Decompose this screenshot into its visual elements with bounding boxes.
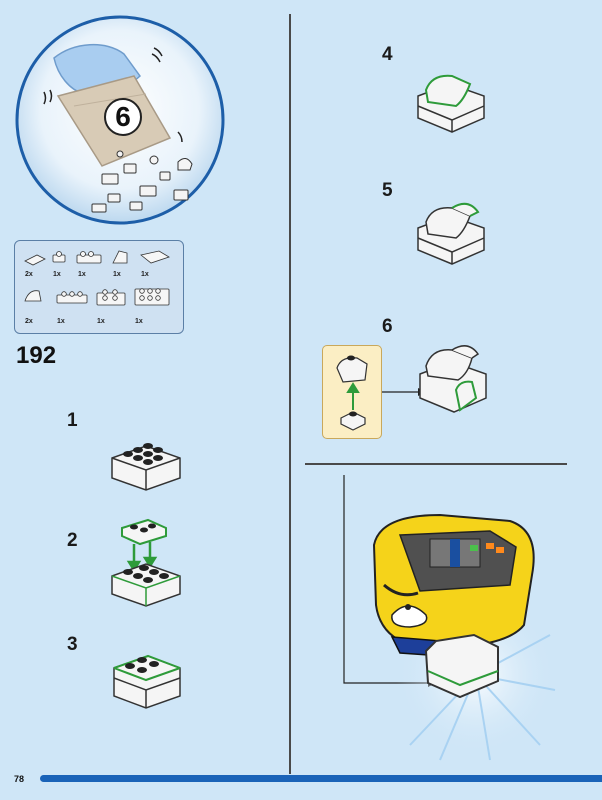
page-footer-bar [40, 775, 602, 782]
sub-assembly-parts [336, 355, 368, 431]
step-6-number: 6 [382, 316, 393, 337]
sub-assembly-callout [322, 345, 382, 439]
section-divider [305, 463, 567, 465]
step-4-number: 4 [382, 44, 393, 65]
part-qty: 1x [141, 271, 149, 278]
part-qty: 1x [97, 318, 105, 325]
part-qty: 1x [135, 318, 143, 325]
part-qty: 1x [57, 318, 65, 325]
parts-illustrations [24, 250, 170, 306]
step-5-bricks [417, 202, 485, 265]
parts-list: 2x 1x 1x 1x 1x 2x 1x 1x 1x [14, 240, 184, 334]
step-5-number: 5 [382, 180, 393, 201]
column-divider [289, 14, 291, 774]
part-qty: 1x [53, 271, 61, 278]
step-3-number: 3 [67, 634, 78, 655]
step-1-number: 1 [67, 410, 78, 431]
page-number: 78 [14, 774, 25, 784]
bag-number: 6 [104, 98, 142, 136]
model-preview [343, 475, 556, 761]
step-4-bricks [417, 74, 485, 133]
step-2-bricks [111, 518, 181, 607]
part-qty: 2x [25, 318, 33, 325]
step-2-number: 2 [67, 530, 78, 551]
part-qty: 1x [78, 271, 86, 278]
part-qty: 1x [113, 271, 121, 278]
step-3-bricks [113, 654, 181, 709]
set-number: 192 [16, 342, 57, 369]
step-6-bricks [382, 345, 487, 413]
step-1-brick [111, 443, 181, 491]
part-qty: 2x [25, 271, 33, 278]
